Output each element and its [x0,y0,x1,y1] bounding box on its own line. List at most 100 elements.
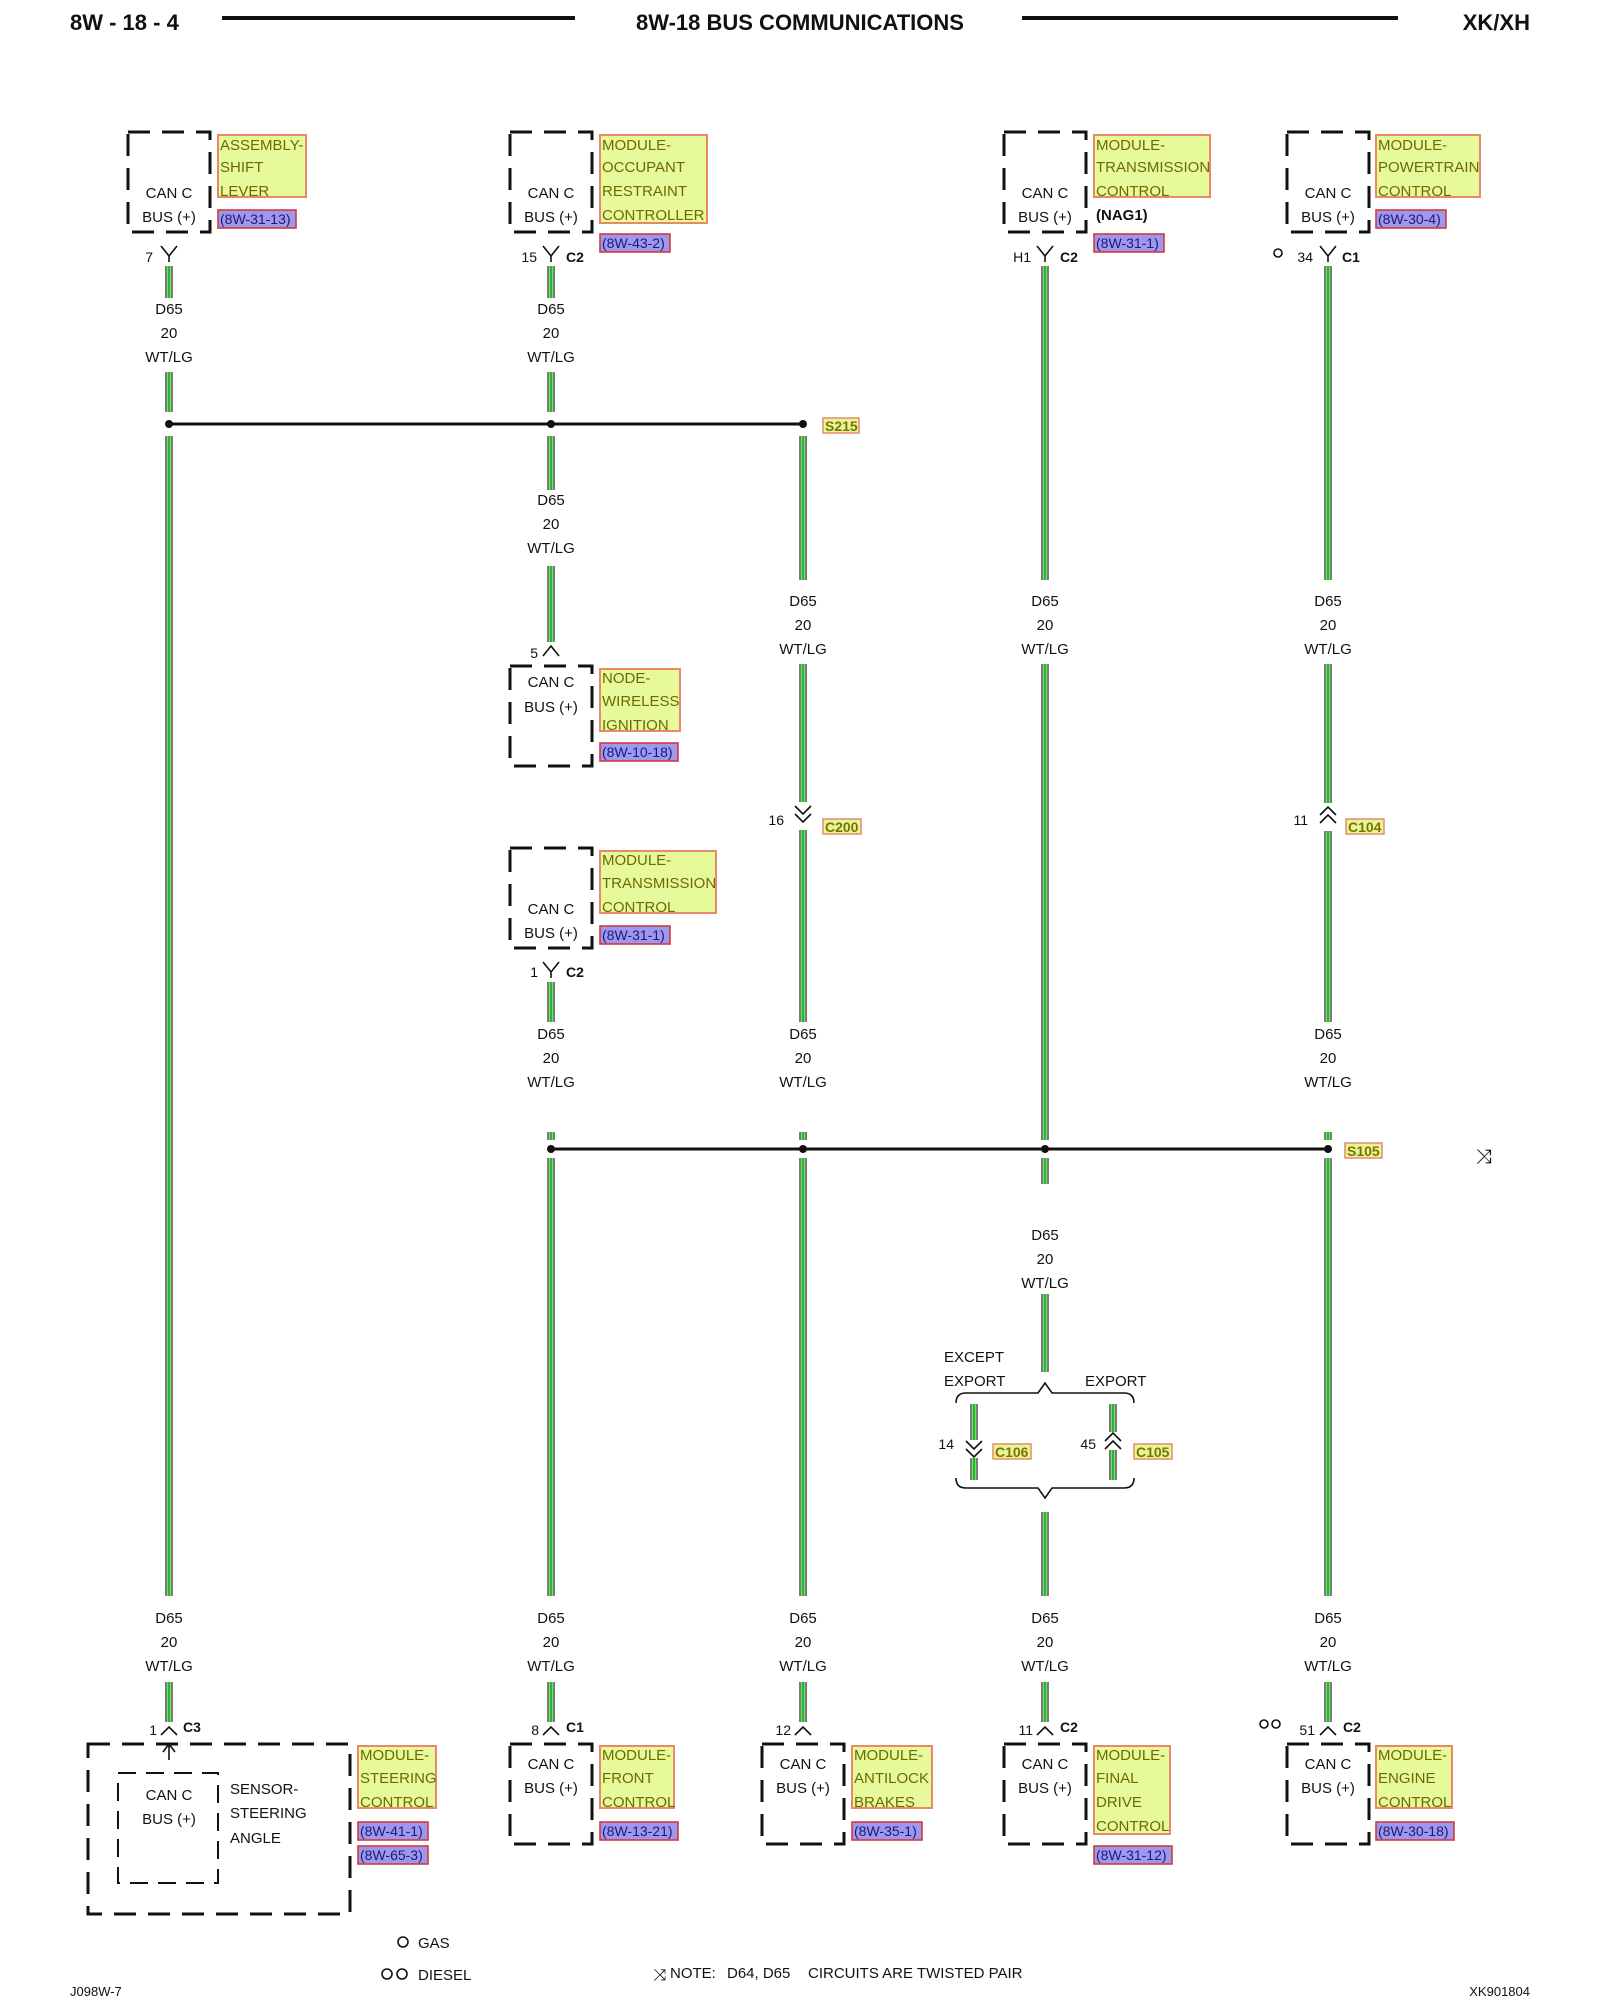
wire-color: WT/LG [527,1658,575,1675]
ref-link-box [357,1845,429,1865]
pin-number: 12 [775,1722,791,1738]
sensor-arrow-icon [162,1742,176,1760]
pin-number: 11 [1018,1722,1033,1738]
wire-color: WT/LG [1304,641,1352,658]
module-name-line: CONTROL [360,1794,433,1811]
option-label: EXPORT [1085,1373,1146,1390]
ref-link-box [599,233,671,253]
wire-segment [1324,1132,1332,1140]
connector-label: C106 [995,1444,1029,1460]
module-final-drive-control[interactable]: 11 C2 CAN C BUS (+) MODULE- FINAL DRIVE … [1002,1719,1173,1865]
connector-c200[interactable]: 16 C200 [768,805,862,835]
pin-number: 7 [145,249,153,265]
module-name-line: MODULE- [602,1747,671,1764]
diesel-variant-icon [1259,1719,1269,1729]
connector-c105[interactable]: 45 C105 [1080,1431,1173,1460]
wire-circuit: D65 [1031,593,1059,610]
ref-link[interactable]: (8W-31-1) [602,927,665,943]
ref-link-box [1093,1845,1173,1865]
wires [165,266,1332,1722]
bus-label: CAN C [780,1756,827,1773]
module-occupant-restraint-controller[interactable]: CAN C BUS (+) MODULE- OCCUPANT RESTRAINT… [508,130,708,265]
module-antilock-brakes[interactable]: 12 CAN C BUS (+) MODULE- ANTILOCK BRAKES… [760,1722,933,1846]
wire-segment [1041,1294,1049,1372]
ref-link[interactable]: (8W-41-1) [360,1823,423,1839]
note-circuits: D64, D65 [727,1965,790,1982]
wire-segment [1041,664,1049,1140]
diagram-code-left: J098W-7 [70,1984,122,1999]
connector-label: C104 [1348,819,1382,835]
ref-link[interactable]: (8W-31-1) [1096,235,1159,251]
module-name-line: MODULE- [1096,137,1165,154]
connector-c106[interactable]: 14 C106 [938,1436,1032,1460]
pin-number: 11 [1293,812,1308,828]
bus-label: BUS (+) [1018,209,1072,226]
sensor-outline [117,1772,219,1884]
wire-gauge: 20 [1037,1634,1054,1651]
connector-id: C2 [1060,1719,1078,1735]
ref-link[interactable]: (8W-31-12) [1096,1847,1167,1863]
module-name-box [599,134,708,224]
pin-number: 15 [521,249,537,265]
wire-segment [799,1158,807,1596]
ref-link[interactable]: (8W-35-1) [854,1823,917,1839]
wire-circuit: D65 [1314,1610,1342,1627]
module-name-line: STEERING [360,1770,437,1787]
wire-gauge: 20 [543,325,560,342]
module-name-line: DRIVE [1096,1794,1142,1811]
ref-link-box [599,925,671,945]
module-name-line: MODULE- [854,1747,923,1764]
ref-link[interactable]: (8W-31-13) [220,211,291,227]
ref-link[interactable]: (8W-30-18) [1378,1823,1449,1839]
ref-link[interactable]: (8W-30-4) [1378,211,1441,227]
module-steering-control[interactable]: 1 C3 CAN C BUS (+) SENSOR- STEERING ANGL… [86,1719,437,1916]
wire-segment [970,1404,978,1440]
ref-link[interactable]: (8W-13-21) [602,1823,673,1839]
model-code: XK/XH [1463,10,1530,35]
footer-note: ⤨ NOTE: D64, D65 CIRCUITS ARE TWISTED PA… [654,1965,1023,1984]
module-name-line: FINAL [1096,1770,1139,1787]
module-transmission-control-nag1[interactable]: CAN C BUS (+) MODULE- TRANSMISSION CONTR… [1002,130,1211,265]
node-wireless-ignition[interactable]: 5 CAN C BUS (+) NODE- WIRELESS IGNITION … [508,644,681,768]
page-id: 8W - 18 - 4 [70,10,180,35]
connector-id: C3 [183,1719,201,1735]
module-name-line: POWERTRAIN [1378,159,1479,176]
module-front-control[interactable]: 8 C1 CAN C BUS (+) MODULE- FRONT CONTROL… [508,1719,679,1846]
module-assembly-shift-lever[interactable]: CAN C BUS (+) ASSEMBLY- SHIFT LEVER (8W-… [126,130,307,265]
module-name-line: SHIFT [220,159,263,176]
module-name-line: MODULE- [602,137,671,154]
splice-s215-tag [822,417,860,434]
bus-label: CAN C [146,1787,193,1804]
note-text: CIRCUITS ARE TWISTED PAIR [808,1965,1023,1982]
bus-label: CAN C [528,1756,575,1773]
module-name-line: LEVER [220,183,269,200]
ref-link[interactable]: (8W-43-2) [602,235,665,251]
ref-link-box [1375,1821,1455,1841]
module-powertrain-control[interactable]: CAN C BUS (+) MODULE- POWERTRAIN CONTROL… [1273,130,1481,265]
bus-label: BUS (+) [776,1780,830,1797]
module-name-line: RESTRAINT [602,183,687,200]
module-name-line: BRAKES [854,1794,915,1811]
diagram-code-right: XK901804 [1469,1984,1530,1999]
connector-c104[interactable]: 11 C104 [1293,805,1385,835]
ref-link-box [599,742,679,762]
ref-link[interactable]: (8W-10-18) [602,744,673,760]
wire-segment [547,1158,555,1596]
connector-tag [822,818,862,835]
module-name-box [1375,1745,1453,1809]
wire-gauge: 20 [1320,617,1337,634]
bus-label: BUS (+) [524,699,578,716]
pin-number: 51 [1299,1722,1315,1738]
module-transmission-control[interactable]: CAN C BUS (+) MODULE- TRANSMISSION CONTR… [508,846,717,980]
wire-segment [547,266,555,298]
module-name-line: MODULE- [602,852,671,869]
module-name-line: TRANSMISSION [602,875,716,892]
ref-link[interactable]: (8W-65-3) [360,1847,423,1863]
wire-segment [1041,266,1049,580]
pin-number: 45 [1080,1436,1096,1452]
bus-label: CAN C [1022,1756,1069,1773]
module-engine-control[interactable]: 51 C2 CAN C BUS (+) MODULE- ENGINE CONTR… [1259,1719,1455,1846]
connector-id: C1 [1342,249,1360,265]
module-name-box [599,1745,675,1809]
